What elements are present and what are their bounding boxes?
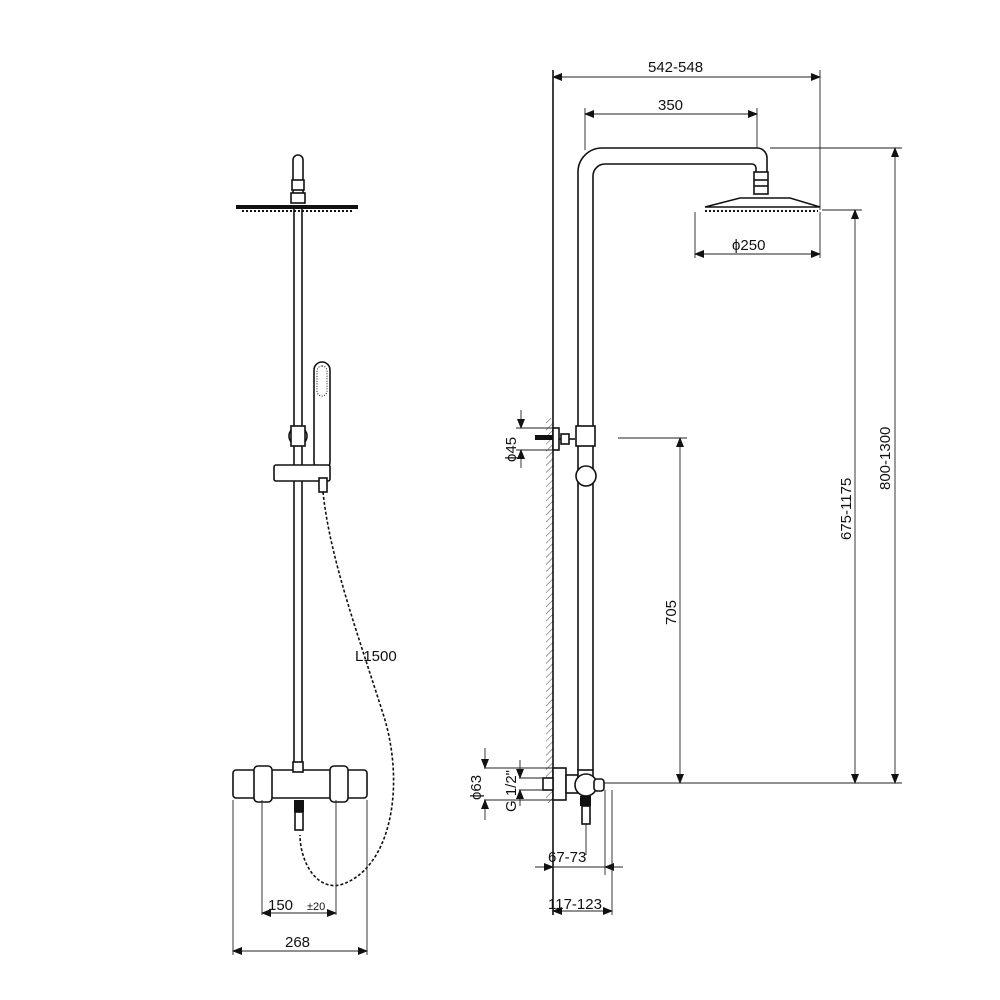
hand-shower-front [273,361,331,493]
mixer-front [232,761,368,831]
head-diameter-label: ϕ250 [732,237,765,254]
dimension-mixer-width: 268 [232,800,368,955]
total-height-label: 800-1300 [877,427,894,490]
bracket-height-label: 705 [663,600,680,625]
dimension-head-height: 675-1175 [822,209,862,784]
head-height-label: 675-1175 [838,478,855,540]
side-view: 542-548 350 ϕ250 800-1300 675-1175 [468,59,902,915]
mixer-depth-label: 67-73 [548,849,586,866]
dimension-inlet-spacing: 150 ±20 [261,800,337,917]
mixer-depth-total-label: 117-123 [548,896,602,913]
dimension-bracket-height: 705 [618,437,687,784]
mixer-width-label: 268 [285,934,310,951]
dimension-mixer-depth-total: 117-123 [548,790,613,915]
hose-front [299,491,395,887]
dimension-head-diameter: ϕ250 [694,212,821,258]
dimension-overall-projection: 542-548 [552,59,821,210]
inlet-tolerance-label: ±20 [307,901,325,913]
dimension-thread: G 1/2" [503,760,543,812]
front-view: L1500 150 ±20 268 [232,154,397,955]
riser-and-arm-side [577,147,821,770]
overall-projection-label: 542-548 [648,59,703,76]
riser-pipe-front [293,209,303,770]
inlet-spacing-label: 150 [268,897,293,914]
arm-length-label: 350 [658,97,683,114]
dimension-mixer-depth: 67-73 [535,790,623,875]
shower-head-front [236,154,358,212]
flange-diameter-label: ϕ63 [468,775,485,800]
dimension-bracket-diameter: ϕ45 [503,410,553,468]
dimension-flange-diameter: ϕ63 [468,748,553,820]
thread-label: G 1/2" [503,770,520,812]
hose-length-label: L1500 [355,648,397,665]
dimension-arm-length: 350 [584,97,758,150]
wall-bracket-side [535,425,597,487]
bracket-diameter-label: ϕ45 [503,437,520,462]
mixer-side [542,767,605,855]
